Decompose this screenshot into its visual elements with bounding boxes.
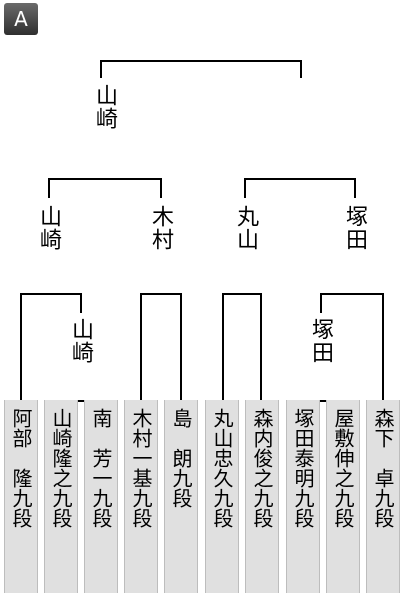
r2-c-bar — [222, 293, 262, 295]
r2-c-drop-2 — [260, 293, 262, 400]
player-cell-1[interactable]: 阿部 隆九段 — [4, 400, 38, 593]
semi-right-drop-2 — [354, 178, 356, 198]
player-name-10: 森下 卓九段 — [371, 408, 395, 528]
player-name-5: 島 朗九段 — [169, 408, 193, 508]
player-cell-7[interactable]: 森内俊之九段 — [245, 400, 279, 593]
r2-c-drop-1 — [222, 293, 224, 400]
player-name-2: 山崎隆之九段 — [49, 408, 73, 528]
player-cell-5[interactable]: 島 朗九段 — [164, 400, 198, 593]
r1-left-bar — [62, 400, 102, 402]
r2-b-drop-1 — [140, 293, 142, 400]
final-left-drop — [100, 60, 102, 78]
semi-left-drop-2 — [160, 178, 162, 198]
final-bar — [100, 60, 302, 62]
player-name-9: 屋敷伸之九段 — [331, 408, 355, 528]
qf-name-4: 塚田 — [342, 205, 367, 251]
qf-name-1: 山崎 — [36, 205, 61, 251]
semi-left-drop-1 — [48, 178, 50, 198]
player-cell-9[interactable]: 屋敷伸之九段 — [326, 400, 360, 593]
player-name-8: 塚田泰明九段 — [291, 408, 315, 528]
r2-b-bar — [140, 293, 182, 295]
player-name-6: 丸山忠久九段 — [210, 408, 234, 528]
player-cell-3[interactable]: 南 芳一九段 — [84, 400, 118, 593]
r2-d-bar — [320, 293, 384, 295]
r2-d-drop-1 — [320, 293, 322, 313]
r2-a-winner: 山崎 — [68, 318, 93, 364]
qf-name-2: 木村 — [148, 205, 173, 251]
champion-name: 山崎 — [92, 84, 117, 130]
r1-right-bar — [304, 400, 344, 402]
player-cell-10[interactable]: 森下 卓九段 — [366, 400, 400, 593]
player-cell-8[interactable]: 塚田泰明九段 — [286, 400, 320, 593]
player-cell-2[interactable]: 山崎隆之九段 — [44, 400, 78, 593]
player-name-1: 阿部 隆九段 — [9, 408, 33, 528]
r2-a-bar — [20, 293, 82, 295]
qf-name-3: 丸山 — [233, 205, 258, 251]
player-name-4: 木村一基九段 — [129, 408, 153, 528]
r2-d-winner: 塚田 — [308, 318, 333, 364]
semi-right-drop-1 — [244, 178, 246, 198]
final-right-drop — [300, 60, 302, 78]
player-cell-6[interactable]: 丸山忠久九段 — [205, 400, 239, 593]
r2-b-drop-2 — [180, 293, 182, 400]
player-cell-4[interactable]: 木村一基九段 — [124, 400, 158, 593]
r2-a-drop-2 — [80, 293, 82, 313]
semi-right-bar — [244, 178, 356, 180]
player-name-7: 森内俊之九段 — [250, 408, 274, 528]
section-badge[interactable]: A — [4, 3, 38, 35]
semi-left-bar — [48, 178, 162, 180]
r2-d-drop-2 — [382, 293, 384, 400]
r2-a-drop-1 — [20, 293, 22, 400]
player-name-3: 南 芳一九段 — [89, 408, 113, 528]
